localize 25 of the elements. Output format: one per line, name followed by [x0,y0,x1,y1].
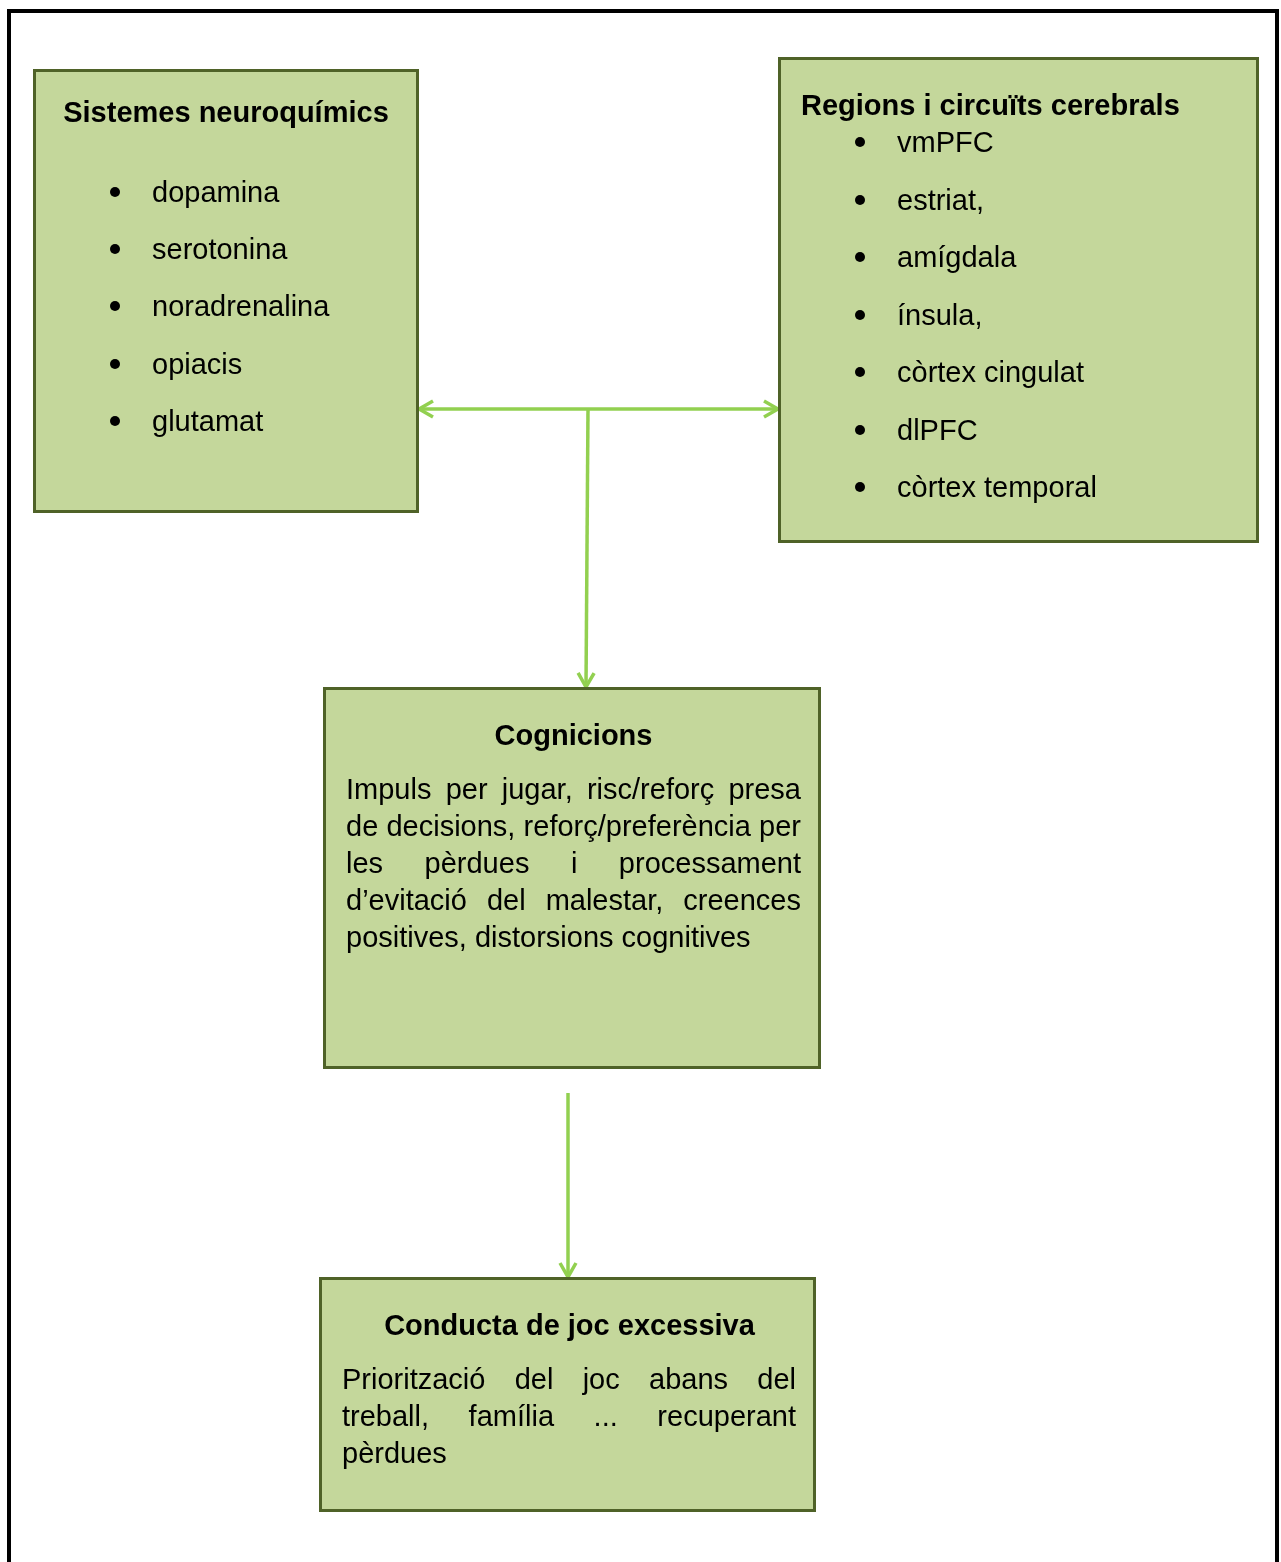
list-item: còrtex cingulat [897,355,1084,390]
list-box [33,69,419,513]
list-item: ínsula, [897,297,983,333]
list-item: serotonina [152,232,288,268]
list-item: glutamat [152,403,264,439]
list-box [778,57,1259,543]
list-item: opiacis [152,346,243,382]
arrow [576,409,596,689]
list-item: vmPFC [897,125,994,160]
list-item: còrtex temporal [897,470,1097,505]
box-heading: Regions i circuïts cerebrals [801,88,1181,123]
text-box [319,1277,816,1512]
arrow [417,399,780,419]
list-item: amígdala [897,240,1017,275]
list-item: dopamina [152,175,280,210]
list-item: estriat, [897,182,985,218]
box-heading: Conducta de joc excessiva [383,1308,756,1343]
text-box [323,687,821,1069]
body-text: Impuls per jugar, risc/reforç presa de decisions, reforç/preferència per les pèrdues i processament d’evitació del malestar, creences positives, distorsions cognitives [346,772,801,955]
arrow [558,1093,578,1279]
box-heading: Sistemes neuroquímics [62,95,390,130]
box-heading: Cognicions [493,718,654,753]
list-item: noradrenalina [152,289,330,325]
list-item: dlPFC [897,412,978,448]
body-text: Priorització del joc abans del treball, família ... recuperant pèrdues [342,1362,796,1471]
